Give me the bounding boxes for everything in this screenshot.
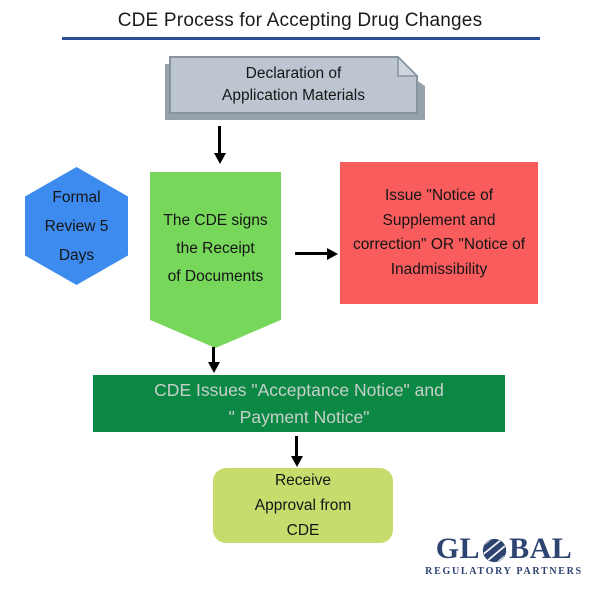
logo-subtitle: REGULATORY PARTNERS [425,566,583,577]
document-shape [165,55,425,120]
logo-wordmark: GL BAL [436,534,573,564]
node-acceptance-notice: CDE Issues "Acceptance Notice" and " Pay… [93,375,505,432]
arrow-declaration-to-sign [213,126,226,164]
global-regulatory-partners-logo: GL BAL REGULATORY PARTNERS [424,534,584,578]
page-title: CDE Process for Accepting Drug Changes [117,10,483,31]
globe-icon [482,538,507,562]
node-receive-approval: Receive Approval from CDE [213,468,393,543]
arrow-sign-to-acceptance [207,347,220,373]
logo-word-prefix: GL [435,532,481,565]
node-declaration: Declaration of Application Materials [221,65,365,104]
document-fold-corner-icon [397,55,419,77]
node-issue-notice: Issue "Notice of Supplement and correcti… [340,162,538,304]
node-formal-review: Formal Review 5 Days [25,167,128,285]
document-page [169,56,418,114]
arrow-sign-to-notice [295,247,338,260]
logo-word-suffix: BAL [509,532,573,565]
title-underline [62,37,540,40]
arrow-acceptance-to-approval [290,436,303,467]
node-cde-signs: The CDE signs the Receipt of Documents [150,172,281,348]
